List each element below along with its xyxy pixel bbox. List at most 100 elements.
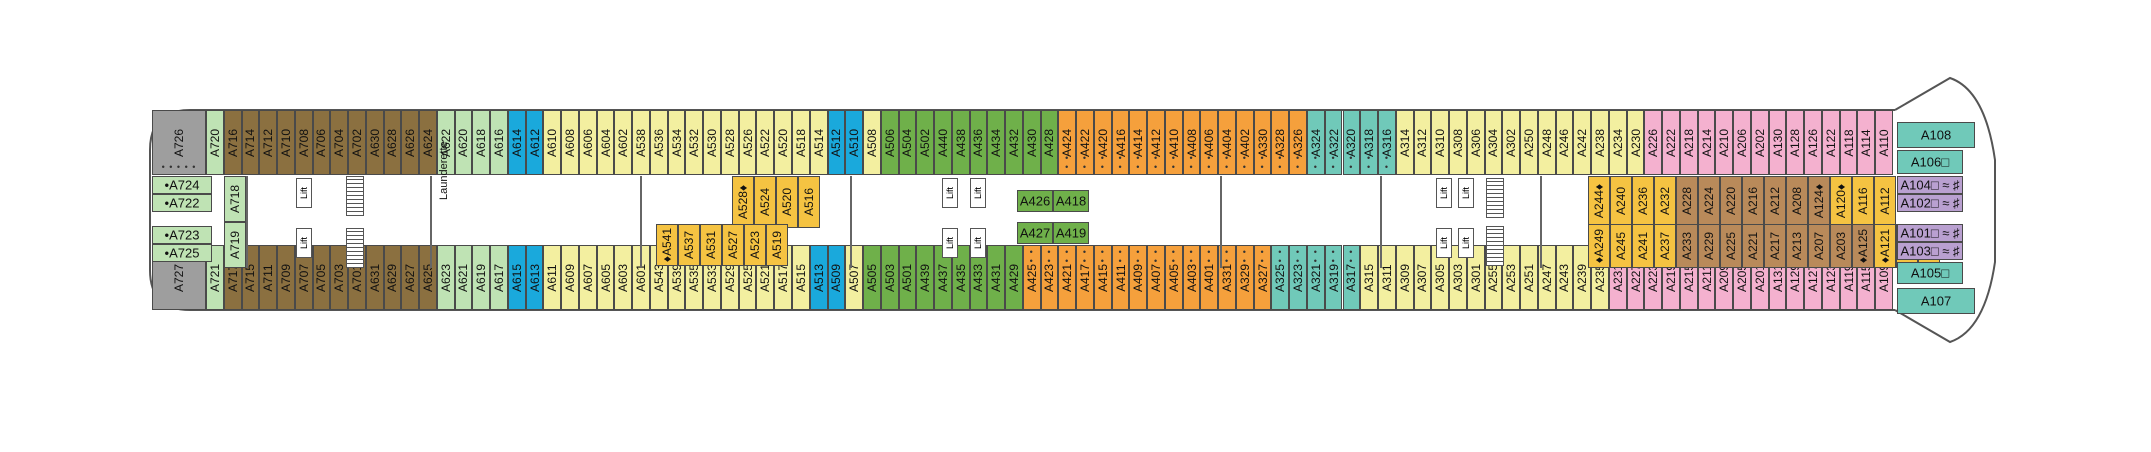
cabin-a418[interactable]: A418 bbox=[1053, 190, 1089, 212]
cabin-a613[interactable]: A613 bbox=[525, 245, 544, 310]
cabin-a429[interactable]: A429 bbox=[1005, 245, 1023, 310]
cabin-a628[interactable]: A628 bbox=[383, 110, 402, 175]
cabin-a718[interactable]: A718 bbox=[224, 176, 246, 222]
cabin-a630[interactable]: A630 bbox=[365, 110, 384, 175]
cabin-a319[interactable]: A319• • bbox=[1324, 245, 1343, 310]
cabin-a615[interactable]: A615 bbox=[507, 245, 526, 310]
cabin-a251[interactable]: A251 bbox=[1520, 245, 1538, 310]
cabin-a403[interactable]: A403• • bbox=[1182, 245, 1201, 310]
cabin-a607[interactable]: A607 bbox=[578, 245, 597, 310]
cabin-a402[interactable]: A402• • bbox=[1235, 110, 1254, 175]
cabin-a519[interactable]: A519 bbox=[766, 224, 788, 266]
cabin-a518[interactable]: A518 bbox=[792, 110, 810, 175]
cabin-a112[interactable]: A112 bbox=[1874, 176, 1896, 226]
cabin-a520[interactable]: A520 bbox=[774, 110, 792, 175]
cabin-a216[interactable]: A216 bbox=[1742, 176, 1764, 226]
cabin-a726[interactable]: A726• • • • • bbox=[152, 110, 206, 175]
cabin-a725[interactable]: •A725 bbox=[152, 244, 212, 262]
cabin-a522[interactable]: A522 bbox=[756, 110, 775, 175]
cabin-a614[interactable]: A614 bbox=[507, 110, 526, 175]
cabin-a627[interactable]: A627 bbox=[401, 245, 420, 310]
cabin-a704[interactable]: A704 bbox=[330, 110, 349, 175]
cabin-a327[interactable]: A327• • bbox=[1253, 245, 1272, 310]
cabin-a440[interactable]: A440 bbox=[934, 110, 952, 175]
cabin-a331[interactable]: A331• • bbox=[1218, 245, 1236, 310]
cabin-a515[interactable]: A515 bbox=[792, 245, 810, 310]
cabin-a316[interactable]: A316• • bbox=[1378, 110, 1396, 175]
cabin-a318[interactable]: A318• • bbox=[1360, 110, 1378, 175]
cabin-a248[interactable]: A248 bbox=[1537, 110, 1556, 175]
cabin-a702[interactable]: A702 bbox=[348, 110, 366, 175]
cabin-a603[interactable]: A603 bbox=[614, 245, 633, 310]
cabin-a626[interactable]: A626 bbox=[401, 110, 420, 175]
cabin-a503[interactable]: A503 bbox=[880, 245, 899, 310]
cabin-a229[interactable]: A229 bbox=[1698, 224, 1720, 268]
cabin-a105[interactable]: A105□ bbox=[1897, 262, 1963, 284]
cabin-a712[interactable]: A712 bbox=[259, 110, 278, 175]
cabin-a711[interactable]: A711 bbox=[259, 245, 278, 310]
cabin-a208[interactable]: A208 bbox=[1786, 176, 1808, 226]
cabin-a245[interactable]: A245 bbox=[1610, 224, 1632, 268]
cabin-a438[interactable]: A438 bbox=[951, 110, 970, 175]
cabin-a714[interactable]: A714 bbox=[241, 110, 260, 175]
cabin-a405[interactable]: A405• • bbox=[1164, 245, 1183, 310]
cabin-a228[interactable]: A228 bbox=[1676, 176, 1698, 226]
cabin-a722[interactable]: •A722 bbox=[152, 194, 212, 212]
cabin-a426[interactable]: A426 bbox=[1017, 190, 1053, 212]
cabin-a526[interactable]: A526 bbox=[738, 110, 757, 175]
cabin-a301[interactable]: A301 bbox=[1466, 245, 1485, 310]
cabin-a723[interactable]: •A723 bbox=[152, 226, 212, 244]
cabin-a107[interactable]: A107 bbox=[1897, 288, 1975, 314]
cabin-a233[interactable]: A233 bbox=[1676, 224, 1698, 268]
cabin-a415[interactable]: A415• • bbox=[1093, 245, 1112, 310]
cabin-a501[interactable]: A501 bbox=[898, 245, 917, 310]
cabin-a121[interactable]: ♦A121 bbox=[1874, 224, 1896, 268]
cabin-a420[interactable]: A420• • bbox=[1093, 110, 1112, 175]
cabin-a422[interactable]: A422• • bbox=[1076, 110, 1094, 175]
cabin-a309[interactable]: A309 bbox=[1395, 245, 1414, 310]
cabin-a439[interactable]: A439 bbox=[916, 245, 935, 310]
cabin-a513[interactable]: A513 bbox=[809, 245, 828, 310]
cabin-a428[interactable]: A428 bbox=[1040, 110, 1059, 175]
cabin-a243[interactable]: A243 bbox=[1555, 245, 1574, 310]
cabin-a326[interactable]: A326• • bbox=[1289, 110, 1307, 175]
cabin-a116[interactable]: A116 bbox=[1852, 176, 1874, 226]
cabin-a220[interactable]: A220 bbox=[1720, 176, 1742, 226]
cabin-a315[interactable]: A315 bbox=[1360, 245, 1378, 310]
cabin-a425[interactable]: A425• • bbox=[1022, 245, 1041, 310]
cabin-a412[interactable]: A412• • bbox=[1147, 110, 1165, 175]
cabin-a321[interactable]: A321• • bbox=[1306, 245, 1325, 310]
cabin-a108[interactable]: A108 bbox=[1897, 122, 1975, 148]
cabin-a247[interactable]: A247 bbox=[1537, 245, 1556, 310]
cabin-a217[interactable]: A217 bbox=[1764, 224, 1786, 268]
cabin-a719[interactable]: A719 bbox=[224, 222, 246, 268]
cabin-a401[interactable]: A401• • bbox=[1200, 245, 1219, 310]
cabin-a618[interactable]: A618 bbox=[472, 110, 491, 175]
cabin-a317[interactable]: A317• • bbox=[1342, 245, 1361, 310]
cabin-a236[interactable]: A236 bbox=[1632, 176, 1654, 226]
cabin-a527[interactable]: A527 bbox=[722, 224, 744, 266]
cabin-a624[interactable]: A624 bbox=[419, 110, 437, 175]
cabin-a210[interactable]: A210 bbox=[1715, 110, 1734, 175]
cabin-a424[interactable]: A424• • bbox=[1058, 110, 1077, 175]
cabin-a421[interactable]: A421• • bbox=[1058, 245, 1077, 310]
cabin-a705[interactable]: A705 bbox=[312, 245, 331, 310]
cabin-a212[interactable]: A212 bbox=[1764, 176, 1786, 226]
cabin-a604[interactable]: A604 bbox=[596, 110, 615, 175]
cabin-a629[interactable]: A629 bbox=[383, 245, 402, 310]
cabin-a238[interactable]: A238 bbox=[1591, 110, 1609, 175]
cabin-a306[interactable]: A306 bbox=[1466, 110, 1485, 175]
cabin-a128[interactable]: A128 bbox=[1786, 110, 1805, 175]
cabin-a202[interactable]: A202 bbox=[1750, 110, 1769, 175]
cabin-a310[interactable]: A310 bbox=[1431, 110, 1450, 175]
cabin-a623[interactable]: A623 bbox=[436, 245, 455, 310]
cabin-a206[interactable]: A206 bbox=[1733, 110, 1751, 175]
cabin-a512[interactable]: A512 bbox=[827, 110, 846, 175]
cabin-a434[interactable]: A434 bbox=[987, 110, 1006, 175]
cabin-a120[interactable]: A120♦ bbox=[1830, 176, 1852, 226]
cabin-a538[interactable]: A538 bbox=[632, 110, 650, 175]
cabin-a329[interactable]: A329• • bbox=[1235, 245, 1254, 310]
cabin-a720[interactable]: A720 bbox=[206, 110, 224, 175]
cabin-a312[interactable]: A312 bbox=[1413, 110, 1432, 175]
cabin-a414[interactable]: A414• • bbox=[1129, 110, 1148, 175]
